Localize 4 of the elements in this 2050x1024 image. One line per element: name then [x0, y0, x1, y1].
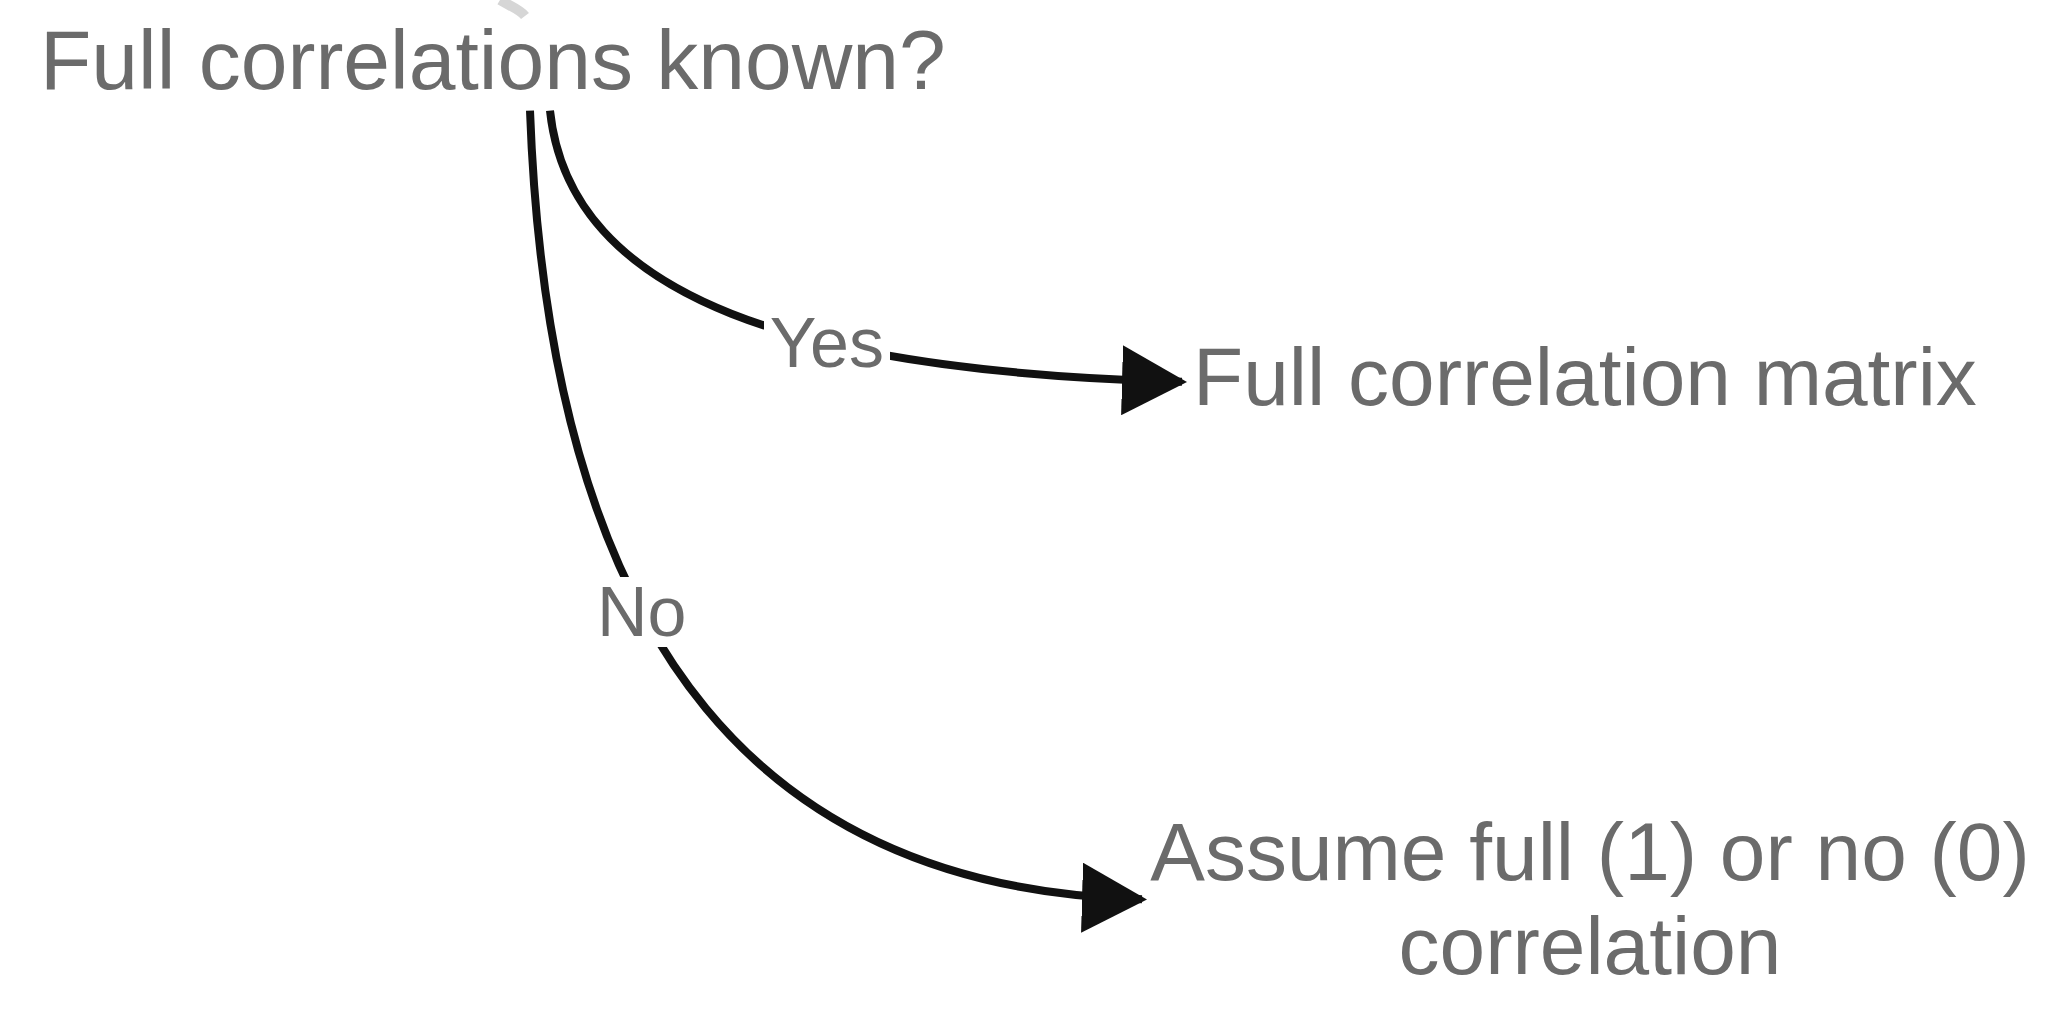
node-text: Assume full (1) or no (0) correlation [1150, 805, 2030, 994]
node-text: Full correlation matrix [1192, 330, 1978, 424]
connector-line [497, 0, 529, 20]
node-text: Full correlations known? [40, 12, 946, 109]
